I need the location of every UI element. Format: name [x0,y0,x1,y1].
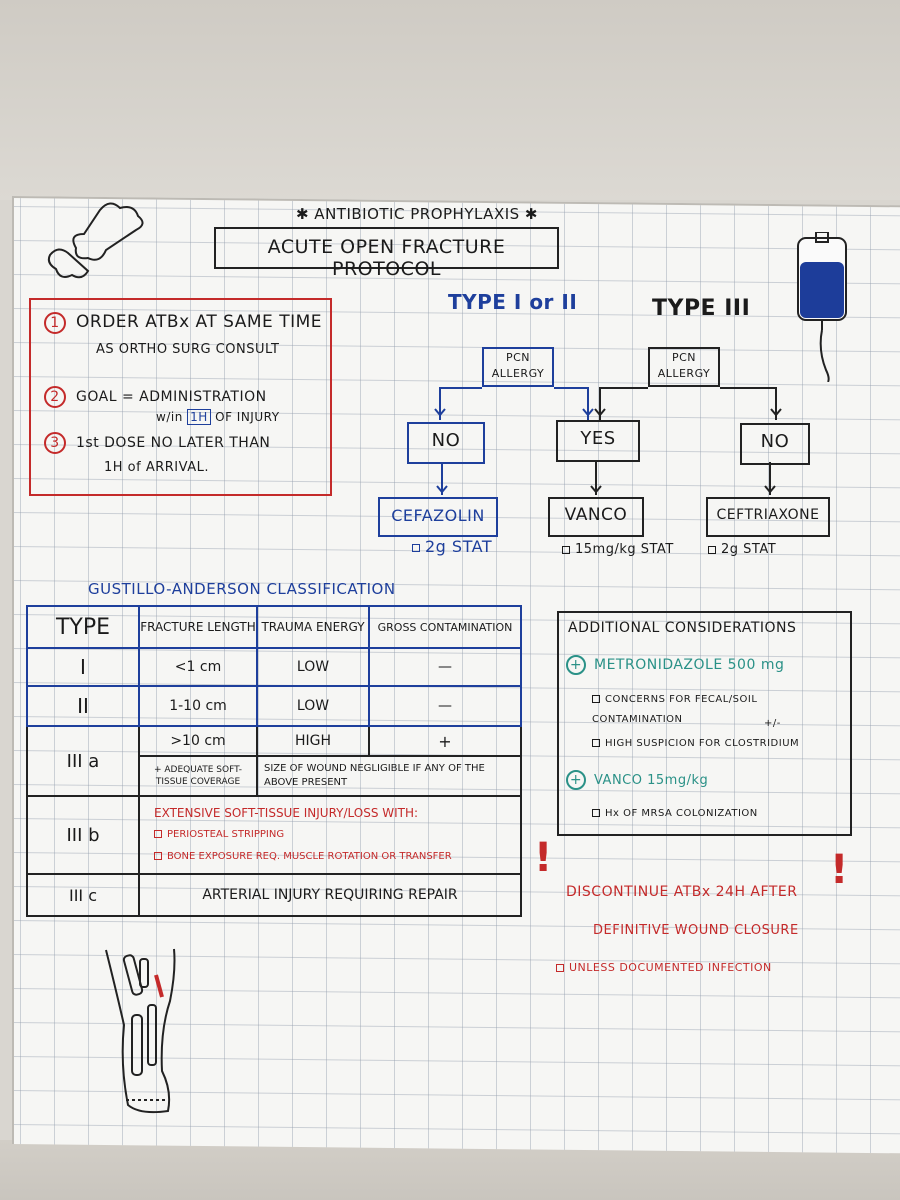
yes-label: YES [580,428,616,449]
classification-title: GUSTILLO-ANDERSON CLASSIFICATION [88,580,396,598]
row-IIIb-title: EXTENSIVE SOFT-TISSUE INJURY/LOSS WITH: [154,806,419,820]
exclamation-right-icon: ! [830,847,849,893]
row-type-IIIc: III c [26,873,140,917]
bone-doodle-icon [47,202,144,279]
step-1-line2: AS ORTHO SURG CONSULT [96,342,280,357]
row-type-I: I [26,647,140,687]
no-label-right: NO [760,431,790,452]
cefazolin-label: CEFAZOLIN [391,506,485,525]
step-number-2: 2 [44,386,66,408]
step-3-line2: 1H of ARRIVAL. [104,460,209,475]
row-II-contam: — [368,685,522,727]
vanco-dose: 15mg/kg STAT [562,542,674,557]
metronidazole-label: METRONIDAZOLE 500 mg [594,657,785,673]
no-label-left: NO [431,430,461,451]
flowchart-arrows [434,387,782,495]
pcn-allergy-box-right [648,347,720,387]
step-2-line1: GOAL = ADMINISTRATION [76,389,267,405]
row-II-length: 1-10 cm [138,685,258,727]
discontinue-line3: UNLESS DOCUMENTED INFECTION [556,961,772,974]
step-number-3: 3 [44,432,66,454]
step-2-of-injury: OF INJURY [215,410,280,424]
step-number-1: 1 [44,312,66,334]
leg-bones-drawing [105,948,176,1114]
type-3-label: TYPE III [652,296,751,321]
row-IIIc-desc: ARTERIAL INJURY REQUIRING REPAIR [138,873,522,917]
row-I-length: <1 cm [138,647,258,687]
discontinue-line2: DEFINITIVE WOUND CLOSURE [593,923,799,938]
row-IIIa-length: >10 cm [138,725,258,757]
row-type-IIIb: III b [26,795,140,875]
metronidazole-line: +METRONIDAZOLE 500 mg [566,655,784,675]
step-2-within: w/in [156,410,183,424]
metronidazole-note2: HIGH SUSPICION FOR CLOSTRIDIUM [592,738,799,749]
row-I-energy: LOW [256,647,370,687]
type-1-2-label: TYPE I or II [448,290,578,314]
no-box-left [407,422,485,464]
row-IIIb-item2: BONE EXPOSURE REQ. MUSCLE ROTATION OR TR… [154,846,520,868]
vanco-additional-line: +VANCO 15mg/kg [566,770,708,790]
step-2-one-hour: 1H [187,409,211,425]
pcn-allergy-box-left [482,347,554,387]
row-IIIa-contam: + [368,725,522,757]
protocol-title: ACUTE OPEN FRACTURE PROTOCOL [267,236,506,280]
vanco-additional-note: Hx OF MRSA COLONIZATION [592,808,758,819]
pcn-allergy-label-left: PCN ALLERGY [491,351,545,380]
vanco-box [548,497,644,537]
exclamation-left-icon: ! [534,835,553,881]
steps-box [29,298,332,496]
step-3: 3 1st DOSE NO LATER THAN 1H of ARRIVAL. [44,432,329,475]
yes-box [556,420,640,462]
vanco-label: VANCO [564,505,628,525]
metronidazole-note1: CONCERNS FOR FECAL/SOIL CONTAMINATION [592,694,758,725]
pcn-allergy-label-right: PCN ALLERGY [657,351,711,380]
row-type-II: II [26,685,140,727]
row-IIIa-note1: + ADEQUATE SOFT-TISSUE COVERAGE [138,755,258,797]
cefazolin-box [378,497,498,537]
title-box [214,227,559,269]
step-3-line1: 1st DOSE NO LATER THAN [76,435,271,451]
no-box-right [740,423,810,465]
classification-table: TYPE FRACTURE LENGTH TRAUMA ENERGY GROSS… [26,605,522,917]
row-IIIa-energy: HIGH [256,725,370,757]
iv-bag-icon [797,232,847,382]
additional-considerations-box [557,611,852,836]
row-I-contam: — [368,647,522,687]
row-IIIb-item1: PERIOSTEAL STRIPPING [154,824,520,846]
row-IIIa-note2: SIZE OF WOUND NEGLIGIBLE IF ANY OF THE A… [256,755,522,797]
ceftriaxone-label: CEFTRIAXONE [716,507,820,523]
protocol-subtitle: ✱ ANTIBIOTIC PROPHYLAXIS ✱ [295,205,539,223]
header-fracture-length: FRACTURE LENGTH [138,605,258,649]
header-trauma-energy: TRAUMA ENERGY [256,605,370,649]
plus-minus: +/- [764,718,781,729]
row-type-IIIa: III a [26,725,140,797]
row-II-energy: LOW [256,685,370,727]
header-gross-contamination: GROSS CONTAMINATION [368,605,522,649]
step-2: 2 GOAL = ADMINISTRATION w/in 1H OF INJURY [44,386,329,425]
step-1: 1 ORDER ATBx AT SAME TIME AS ORTHO SURG C… [44,312,329,357]
step-1-line1: ORDER ATBx AT SAME TIME [76,312,323,332]
row-IIIb-desc: EXTENSIVE SOFT-TISSUE INJURY/LOSS WITH: … [138,795,522,875]
vanco-additional-label: VANCO 15mg/kg [594,773,709,788]
additional-title: ADDITIONAL CONSIDERATIONS [568,620,797,636]
discontinue-line1: DISCONTINUE ATBx 24H AFTER [566,884,798,900]
header-type: TYPE [26,605,140,649]
cefazolin-dose: 2g STAT [412,537,492,556]
ceftriaxone-box [706,497,830,537]
ceftriaxone-dose: 2g STAT [708,542,776,557]
wall-background [0,0,900,200]
